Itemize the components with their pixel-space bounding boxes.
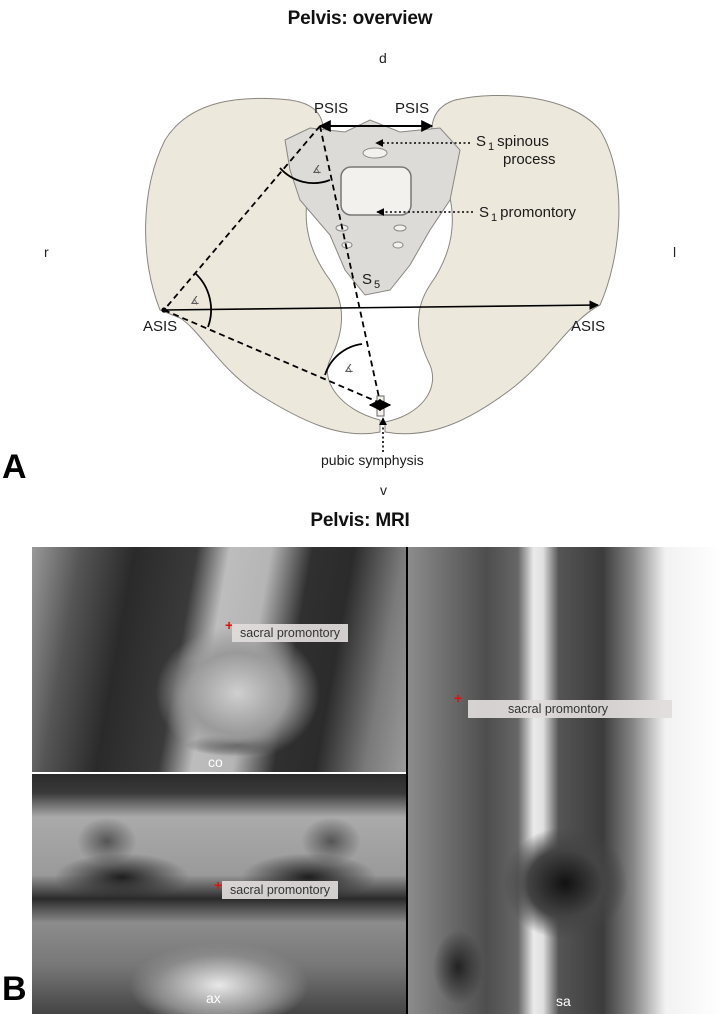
axial-code: ax [206,990,221,1006]
svg-text:∡: ∡ [190,295,200,307]
svg-text:∡: ∡ [344,363,354,375]
coronal-code: co [208,754,223,770]
svg-text:∡: ∡ [312,164,322,176]
pelvis-diagram: ∡ ∡ ∡ [145,94,620,452]
orientation-right: r [44,244,49,260]
orientation-dorsal: d [379,50,387,66]
promontory-marker-icon: + [225,617,234,633]
sagittal-code: sa [556,993,571,1009]
panel-letter-a: A [2,448,27,486]
promontory-marker-icon: + [454,690,463,706]
label-psis-left-side: PSIS [395,100,430,117]
panel-b-title: Pelvis: MRI [310,510,410,531]
panel-letter-b: B [2,970,27,1008]
left-ilium [384,94,620,435]
mri-axial-image: + sacral promontory ax [32,774,406,1014]
axial-annotation: sacral promontory [222,881,339,899]
promontory-marker-icon: + [214,877,223,893]
coronal-annotation: sacral promontory [232,624,349,642]
label-asis-right-side: ASIS [143,318,178,335]
label-asis-left-side: ASIS [571,318,606,335]
right-ilium [145,97,381,435]
mri-sagittal-image: + sacral promontory sa [406,547,720,1014]
label-psis-right-side: PSIS [314,100,349,117]
label-s1-spinous-process-line2: process [503,151,556,168]
panel-a-title: Pelvis: overview [287,8,433,29]
mri-coronal-image: + sacral promontory co [32,547,406,772]
orientation-left: l [673,244,677,260]
orientation-ventral: v [380,482,387,498]
sagittal-annotation: sacral promontory [468,700,673,718]
label-pubic-symphysis: pubic symphysis [321,452,424,468]
